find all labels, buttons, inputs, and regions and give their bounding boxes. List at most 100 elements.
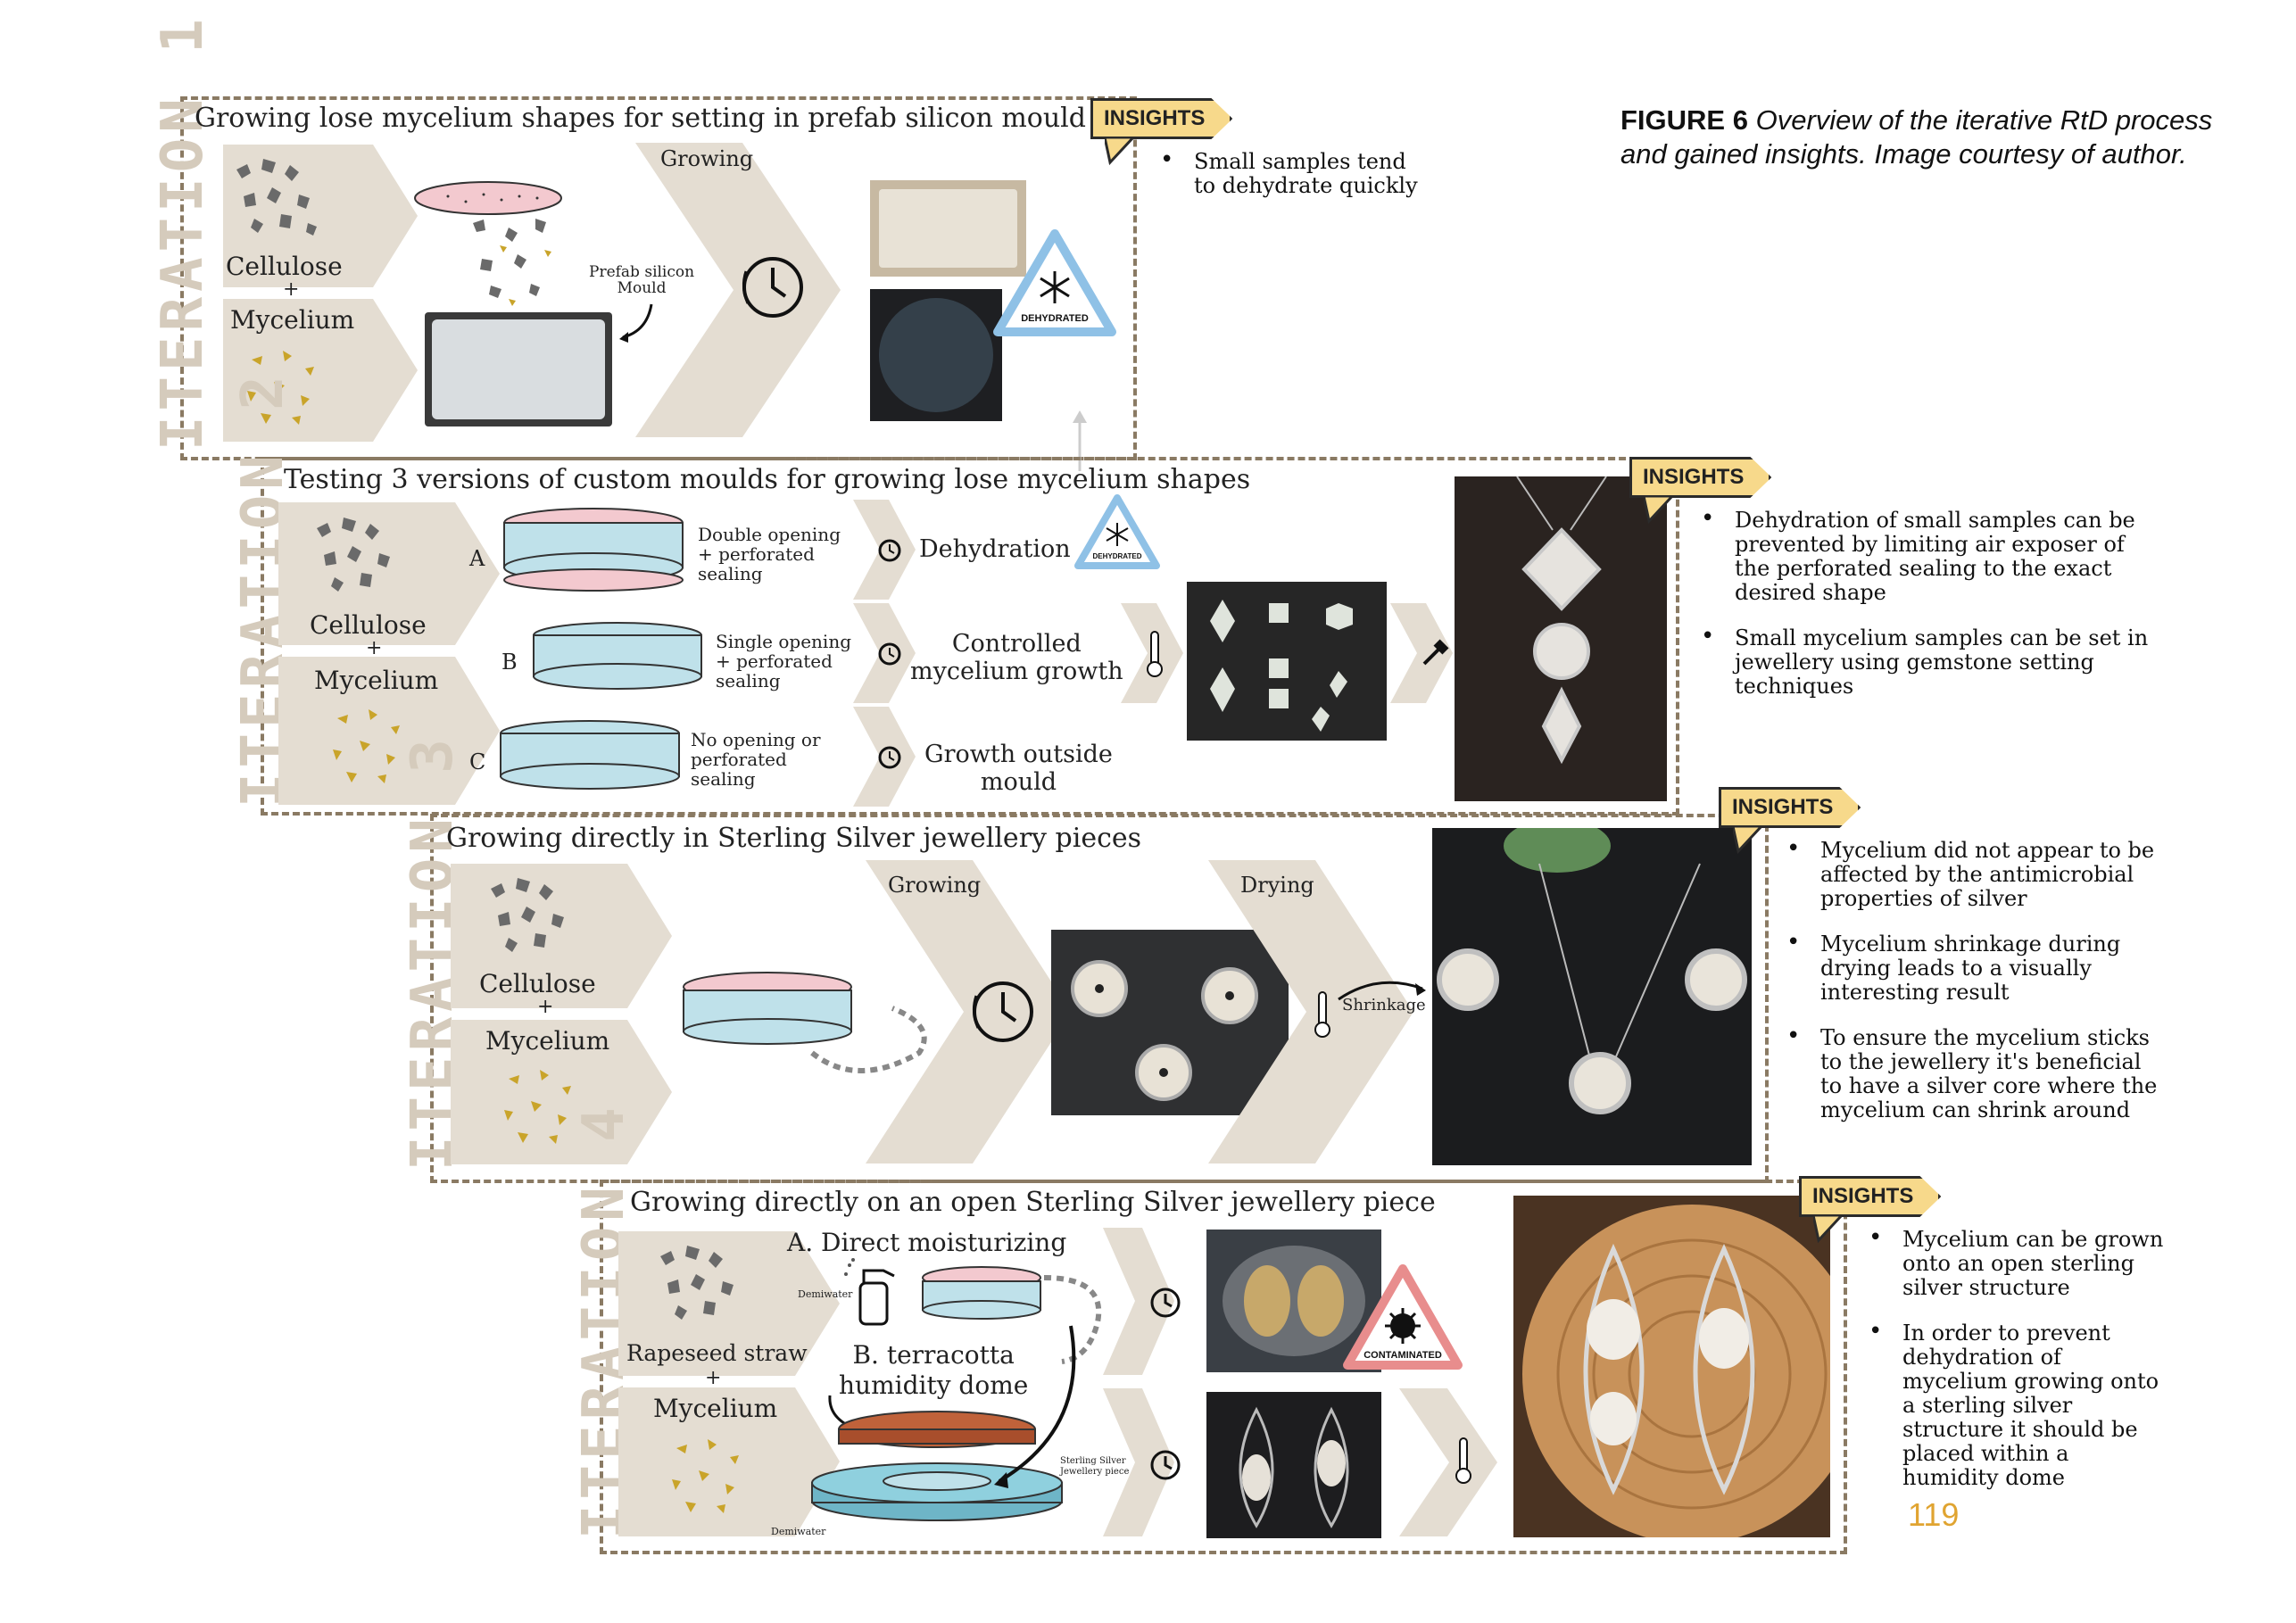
curved-arrow-icon	[994, 1325, 1076, 1488]
insight-item: Small mycelium samples can be set in jew…	[1694, 625, 2148, 699]
variant-a-result-chevron	[853, 500, 916, 600]
iteration-2-material-bottom: Mycelium	[314, 666, 439, 695]
iteration-2-hammer-chevron	[1390, 603, 1453, 703]
dehydrated-warning-icon: DEHYDRATED	[1074, 494, 1160, 569]
cellulose-shapes-icon	[317, 518, 390, 592]
iteration-4-material-top-box	[618, 1231, 788, 1376]
clock-icon	[878, 642, 901, 666]
iteration-4-material-chevron-bottom	[786, 1387, 840, 1536]
iteration-1-insights-list: Small samples tend to dehydrate quickly	[1153, 148, 1418, 219]
iteration-link-arrow	[1073, 410, 1087, 471]
iteration-3-material-bottom-box	[451, 1020, 620, 1164]
contaminated-warning-icon: CONTAMINATED	[1343, 1264, 1463, 1370]
iteration-4-material-chevron-top	[786, 1231, 840, 1376]
iteration-2-badge: DEHYDRATED	[1093, 552, 1142, 560]
dehydrated-warning-icon: DEHYDRATED	[993, 229, 1116, 336]
iteration-2-material-chevron-top	[446, 502, 500, 645]
iteration-4-insights-list: Mycelium can be grown onto an open sterl…	[1861, 1226, 2163, 1511]
iteration-4-thermo-chevron	[1399, 1388, 1497, 1536]
cellulose-shapes-icon	[236, 159, 317, 236]
iteration-1-insights-tag: INSIGHTS	[1090, 98, 1233, 139]
variant-b-mould-illustration	[533, 622, 702, 690]
mycelium-shapes-icon	[333, 709, 400, 783]
insight-item: To ensure the mycelium sticks to the jew…	[1779, 1024, 2157, 1122]
iteration-3-material-chevron-top	[618, 864, 672, 1008]
silver-pendants-photo	[1071, 960, 1258, 1101]
thermometer-icon	[1314, 991, 1330, 1038]
figure-caption-line1: Overview of the iterative RtD process	[1755, 104, 2213, 136]
insight-item: Small samples tend to dehydrate quickly	[1153, 148, 1418, 198]
hammer-icon	[1422, 639, 1449, 666]
iteration-1-label: ITERATION 1	[150, 13, 216, 451]
insights-pointer-icon	[1644, 496, 1675, 525]
variant-a-desc: Double opening + perforated sealing	[698, 524, 841, 584]
mycelium-shapes-icon	[504, 1070, 571, 1144]
iteration-3-pendants-photo	[1051, 930, 1289, 1115]
iteration-4-contaminated-photo	[1206, 1230, 1381, 1372]
insights-pointer-icon	[1733, 826, 1764, 855]
contaminated-sample-photo	[1223, 1246, 1365, 1356]
iteration-3-step-growing: Growing	[888, 873, 982, 898]
iteration-4-wood-photo	[1513, 1196, 1830, 1537]
iteration-1-material-bottom: Mycelium	[230, 305, 355, 335]
iteration-3-growing-chevron	[866, 860, 1071, 1163]
iteration-3-drying-chevron	[1208, 860, 1413, 1163]
terracotta-dome-illustration	[811, 1411, 1063, 1521]
necklace-earrings-photo	[1437, 828, 1747, 1114]
iteration-2-insights-tag: INSIGHTS	[1629, 457, 1772, 498]
thermometer-icon	[1455, 1437, 1471, 1484]
iteration-1-title: Growing lose mycelium shapes for setting…	[195, 103, 1086, 134]
iteration-3-material-chevron-bottom	[618, 1020, 672, 1164]
iteration-1-badge: DEHYDRATED	[1021, 313, 1089, 324]
earrings-grown-photo	[1239, 1406, 1349, 1528]
variant-b-desc: Single opening + perforated sealing	[716, 631, 852, 691]
insight-item: Mycelium did not appear to be affected b…	[1779, 837, 2157, 911]
iteration-3-insights-list: Mycelium did not appear to be affected b…	[1779, 837, 2157, 1144]
iteration-1-growing-chevron	[635, 143, 841, 437]
earrings-on-wood-photo	[1522, 1205, 1830, 1537]
iteration-4-result-chevron-bottom	[1103, 1388, 1174, 1536]
iteration-1-material-chevron-bottom	[364, 299, 418, 442]
iteration-4-mould-a-illustration	[922, 1266, 1041, 1320]
variant-a-letter: A	[469, 546, 485, 571]
insights-pointer-icon	[1105, 137, 1136, 166]
iteration-1-samples-photo-top	[870, 180, 1026, 277]
iteration-4-frame	[600, 1180, 1847, 1554]
clock-icon	[878, 539, 901, 562]
iteration-3-plus: +	[537, 996, 554, 1018]
iteration-4-title: Growing directly on an open Sterling Sil…	[630, 1187, 1436, 1218]
spray-bottle-icon	[844, 1258, 895, 1326]
iteration-4-sterling-label: Sterling Silver Jewellery piece	[1060, 1456, 1130, 1477]
mycelium-shapes-icon	[247, 351, 314, 425]
pendant-necklace-photo	[1516, 476, 1607, 765]
variant-b-letter: B	[501, 650, 518, 675]
variant-c-result-chevron	[853, 707, 916, 807]
iteration-4-earrings-photo	[1206, 1392, 1381, 1538]
insight-item: Mycelium shrinkage during drying leads t…	[1779, 931, 2157, 1005]
iteration-4-plus: +	[705, 1367, 722, 1389]
variant-a-mould-illustration	[503, 508, 684, 592]
clock-icon	[878, 746, 901, 769]
iteration-4-method-a: A. Direct moisturizing	[787, 1228, 1067, 1257]
insights-pointer-icon	[1813, 1215, 1844, 1244]
iteration-2-pendant-photo	[1455, 476, 1667, 801]
iteration-4-demiwater-a: Demiwater	[798, 1288, 853, 1300]
silicon-mould-image	[425, 312, 612, 426]
iteration-4-method-b: B. terracotta humidity dome	[839, 1340, 1029, 1400]
iteration-3-step-drying: Drying	[1240, 873, 1314, 898]
clock-icon	[742, 257, 803, 318]
iteration-1-step-growing: Growing	[660, 146, 754, 171]
variant-c-mould-illustration	[500, 720, 680, 790]
clock-icon	[1150, 1450, 1181, 1480]
iteration-1-plus: +	[283, 278, 300, 301]
iteration-3-insights-tag: INSIGHTS	[1719, 787, 1861, 828]
iteration-2-shapes-photo	[1187, 582, 1387, 741]
mycelium-shapes-photo	[1210, 600, 1353, 732]
iteration-4-result-chevron-top	[1103, 1228, 1174, 1375]
iteration-3-necklace-photo	[1432, 828, 1752, 1165]
iteration-4-material-top: Rapeseed straw	[626, 1340, 808, 1366]
iteration-3-shrinkage: Shrinkage	[1342, 996, 1426, 1014]
iteration-2-plus: +	[366, 637, 383, 659]
page-number: 119	[1908, 1496, 1960, 1533]
iteration-1-material-top: Cellulose	[226, 252, 343, 281]
